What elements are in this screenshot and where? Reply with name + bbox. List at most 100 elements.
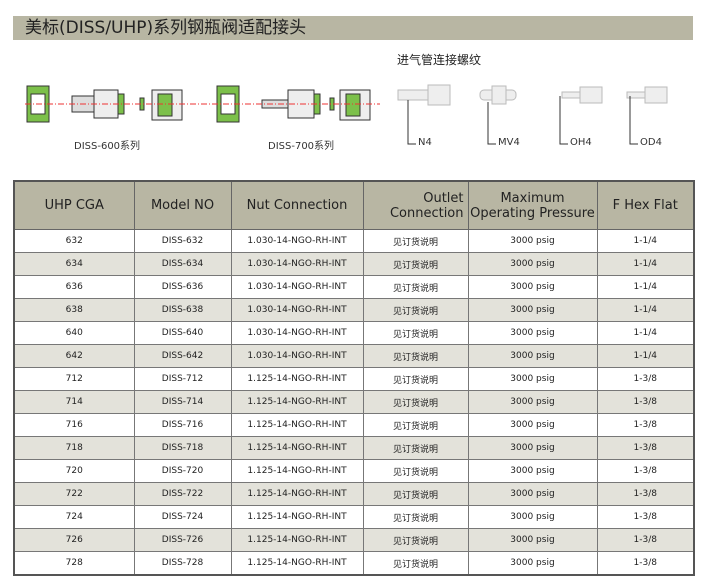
cell-outlet-connection: 见订货说明: [362, 459, 469, 483]
diss-700-caption: DISS-700系列: [268, 141, 335, 152]
cell-outlet-connection: 见订货说明: [362, 528, 469, 552]
cell-nut-connection: 1.125-14-NGO-RH-INT: [230, 459, 364, 483]
inlet-type-od4: OD4: [640, 137, 662, 148]
cell-model-no: DISS-722: [133, 482, 232, 506]
cell-hex-flat: 1-3/8: [596, 413, 695, 437]
cell-outlet-connection: 见订货说明: [362, 275, 469, 299]
cell-max-pressure: 3000 psig: [467, 298, 598, 322]
col-model-no: Model NO: [133, 180, 232, 230]
cell-outlet-connection: 见订货说明: [362, 298, 469, 322]
col-nut-connection: Nut Connection: [230, 180, 364, 230]
col-outlet-connection: Outlet Connection: [362, 180, 469, 230]
cell-model-no: DISS-714: [133, 390, 232, 414]
cell-nut-connection: 1.125-14-NGO-RH-INT: [230, 551, 364, 576]
cell-hex-flat: 1-1/4: [596, 321, 695, 345]
cell-model-no: DISS-636: [133, 275, 232, 299]
cell-uhp-cga: 726: [13, 528, 135, 552]
col-max-pressure: Maximum Operating Pressure: [467, 180, 598, 230]
cell-outlet-connection: 见订货说明: [362, 482, 469, 506]
cell-max-pressure: 3000 psig: [467, 459, 598, 483]
cell-max-pressure: 3000 psig: [467, 344, 598, 368]
inlet-thread-title: 进气管连接螺纹: [397, 53, 482, 67]
cell-nut-connection: 1.030-14-NGO-RH-INT: [230, 321, 364, 345]
cell-max-pressure: 3000 psig: [467, 436, 598, 460]
diss-600-caption: DISS-600系列: [74, 141, 141, 152]
cell-outlet-connection: 见订货说明: [362, 436, 469, 460]
cell-hex-flat: 1-3/8: [596, 390, 695, 414]
cell-hex-flat: 1-3/8: [596, 551, 695, 576]
cell-nut-connection: 1.030-14-NGO-RH-INT: [230, 275, 364, 299]
cell-max-pressure: 3000 psig: [467, 528, 598, 552]
cell-max-pressure: 3000 psig: [467, 482, 598, 506]
col-uhp-cga: UHP CGA: [13, 180, 135, 230]
cell-uhp-cga: 718: [13, 436, 135, 460]
diss-spec-table: UHP CGA Model NO Nut Connection Outlet C…: [13, 180, 695, 576]
cell-hex-flat: 1-1/4: [596, 298, 695, 322]
inlet-type-mv4: MV4: [498, 137, 520, 148]
cell-uhp-cga: 642: [13, 344, 135, 368]
cell-hex-flat: 1-1/4: [596, 229, 695, 253]
cell-model-no: DISS-716: [133, 413, 232, 437]
cell-model-no: DISS-728: [133, 551, 232, 576]
inlet-type-oh4: OH4: [570, 137, 592, 148]
cell-outlet-connection: 见订货说明: [362, 551, 469, 576]
cell-model-no: DISS-638: [133, 298, 232, 322]
page-title: 美标(DISS/UHP)系列钢瓶阀适配接头: [13, 16, 693, 40]
inlet-fitting-drawings: [397, 84, 668, 145]
cell-nut-connection: 1.030-14-NGO-RH-INT: [230, 344, 364, 368]
cell-uhp-cga: 724: [13, 505, 135, 529]
cell-hex-flat: 1-3/8: [596, 482, 695, 506]
cell-max-pressure: 3000 psig: [467, 321, 598, 345]
cell-model-no: DISS-718: [133, 436, 232, 460]
cell-model-no: DISS-634: [133, 252, 232, 276]
col-hex-flat: F Hex Flat: [596, 180, 695, 230]
cell-outlet-connection: 见订货说明: [362, 367, 469, 391]
cell-outlet-connection: 见订货说明: [362, 321, 469, 345]
cell-nut-connection: 1.125-14-NGO-RH-INT: [230, 390, 364, 414]
cell-outlet-connection: 见订货说明: [362, 390, 469, 414]
cell-outlet-connection: 见订货说明: [362, 344, 469, 368]
cell-nut-connection: 1.030-14-NGO-RH-INT: [230, 229, 364, 253]
cell-model-no: DISS-632: [133, 229, 232, 253]
cell-max-pressure: 3000 psig: [467, 275, 598, 299]
cell-hex-flat: 1-3/8: [596, 436, 695, 460]
cell-hex-flat: 1-3/8: [596, 528, 695, 552]
cell-uhp-cga: 632: [13, 229, 135, 253]
cell-uhp-cga: 722: [13, 482, 135, 506]
cell-hex-flat: 1-3/8: [596, 459, 695, 483]
cell-uhp-cga: 720: [13, 459, 135, 483]
cell-nut-connection: 1.125-14-NGO-RH-INT: [230, 505, 364, 529]
cell-outlet-connection: 见订货说明: [362, 229, 469, 253]
inlet-type-n4: N4: [418, 137, 432, 148]
cell-hex-flat: 1-3/8: [596, 505, 695, 529]
cell-hex-flat: 1-3/8: [596, 367, 695, 391]
cell-nut-connection: 1.030-14-NGO-RH-INT: [230, 298, 364, 322]
cell-max-pressure: 3000 psig: [467, 367, 598, 391]
cell-uhp-cga: 714: [13, 390, 135, 414]
cell-nut-connection: 1.125-14-NGO-RH-INT: [230, 367, 364, 391]
cell-model-no: DISS-712: [133, 367, 232, 391]
cell-uhp-cga: 712: [13, 367, 135, 391]
cell-max-pressure: 3000 psig: [467, 229, 598, 253]
table-header-row: UHP CGA Model NO Nut Connection Outlet C…: [13, 180, 695, 230]
cell-model-no: DISS-642: [133, 344, 232, 368]
cell-hex-flat: 1-1/4: [596, 344, 695, 368]
cell-uhp-cga: 636: [13, 275, 135, 299]
cell-outlet-connection: 见订货说明: [362, 413, 469, 437]
cell-hex-flat: 1-1/4: [596, 252, 695, 276]
cell-uhp-cga: 640: [13, 321, 135, 345]
cell-nut-connection: 1.125-14-NGO-RH-INT: [230, 413, 364, 437]
